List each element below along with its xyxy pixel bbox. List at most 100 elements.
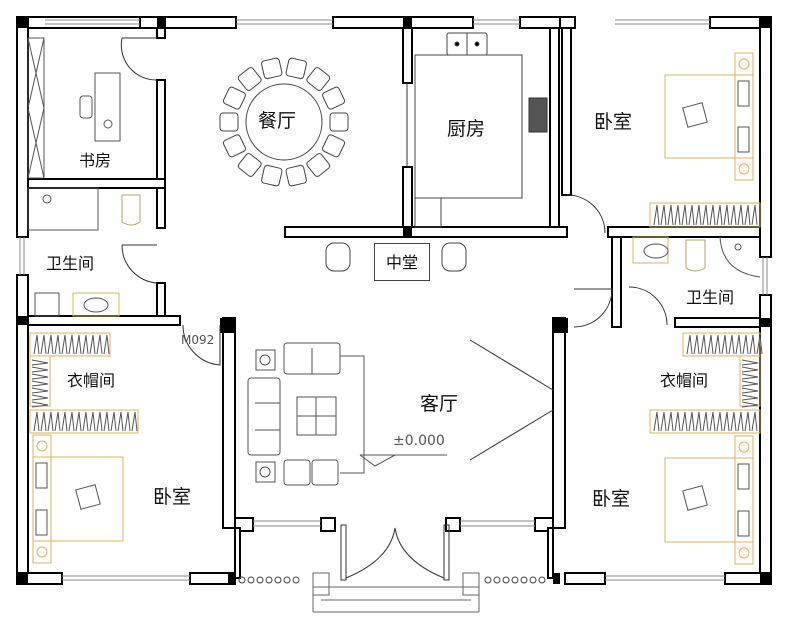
nightstand-lamp — [738, 163, 750, 175]
doors — [120, 37, 668, 581]
hanger — [723, 204, 730, 226]
dining-table — [219, 57, 349, 187]
hanger — [741, 380, 759, 387]
hanger — [674, 204, 681, 226]
dining-chair — [222, 86, 246, 110]
hanger — [688, 204, 695, 226]
hanger — [721, 334, 728, 355]
bed — [664, 457, 754, 543]
hanger — [695, 204, 702, 226]
pillow — [737, 126, 750, 153]
hanger — [756, 334, 763, 355]
hanger — [75, 411, 82, 432]
hanger — [653, 411, 660, 432]
closet — [682, 332, 761, 357]
room-label-kitchen: 厨房 — [447, 118, 486, 140]
hanger — [741, 366, 759, 373]
hanger — [702, 204, 709, 226]
dining-chair — [322, 86, 346, 110]
nightstand-lamp — [738, 441, 750, 453]
hanger — [75, 334, 82, 355]
hanger — [744, 204, 751, 226]
dining-chair — [285, 164, 307, 187]
room-label-bathroom-east: 卫生间 — [686, 288, 735, 307]
pillars — [17, 17, 771, 584]
hanger — [700, 334, 707, 355]
hanger — [31, 373, 49, 380]
dining-chair — [261, 57, 283, 80]
hanger — [688, 411, 695, 432]
hanger — [103, 334, 110, 355]
hanger — [117, 411, 124, 432]
hanger — [707, 334, 714, 355]
bath-west-fixtures — [27, 187, 141, 317]
hanger — [751, 411, 758, 432]
room-label-living: 客厅 — [420, 393, 459, 415]
hanger — [33, 334, 40, 355]
dining-chair — [306, 153, 331, 177]
hanger — [110, 411, 117, 432]
hanger — [735, 334, 742, 355]
hanger — [737, 204, 744, 226]
elevation-mark: ±0.000 — [393, 433, 445, 449]
closet — [649, 202, 761, 228]
hanger — [716, 411, 723, 432]
hanger — [693, 334, 700, 355]
cushion — [682, 485, 708, 511]
hanger — [709, 204, 716, 226]
hanger — [741, 394, 759, 401]
dining-chair — [237, 153, 262, 177]
pillow — [737, 80, 750, 107]
hanger — [47, 411, 54, 432]
hanger — [31, 394, 49, 401]
hanger — [741, 401, 759, 408]
door-code: M092 — [181, 333, 215, 347]
room-label-bedroom-sw: 卧室 — [153, 486, 192, 508]
bedroom-furniture — [29, 52, 763, 565]
hanger — [54, 411, 61, 432]
hanger — [68, 334, 75, 355]
nightstand-lamp — [36, 440, 48, 452]
hanger — [40, 411, 47, 432]
room-label-closet-east: 衣帽间 — [660, 371, 709, 390]
hanger — [653, 204, 660, 226]
pillow — [737, 510, 750, 537]
hanger — [714, 334, 721, 355]
room-label-hall: 中堂 — [386, 253, 419, 272]
closet — [29, 409, 139, 434]
room-label-closet-west: 衣帽间 — [67, 371, 116, 390]
kitchen-fixtures — [414, 32, 548, 228]
hanger — [103, 411, 110, 432]
hanger — [660, 204, 667, 226]
cushion — [682, 102, 708, 128]
study-furniture — [27, 37, 121, 179]
dining-chair — [237, 67, 262, 91]
hanger — [737, 411, 744, 432]
balustrade-circles — [238, 576, 546, 584]
hanger — [31, 359, 49, 366]
hanger — [660, 411, 667, 432]
bed — [664, 74, 754, 159]
hanger — [31, 366, 49, 373]
dining-chair — [222, 134, 246, 158]
cushion — [75, 484, 101, 510]
pillow — [35, 462, 48, 489]
hanger — [744, 411, 751, 432]
hanger — [31, 387, 49, 394]
sofa-set — [247, 342, 447, 486]
dining-chair — [285, 57, 307, 80]
hanger — [742, 334, 749, 355]
room-label-bedroom-ne: 卧室 — [594, 111, 633, 133]
hanger — [61, 334, 68, 355]
closet — [29, 332, 111, 357]
bed-headboard — [32, 434, 52, 564]
hall-label-box — [374, 243, 430, 281]
hanger — [730, 204, 737, 226]
nightstand-lamp — [738, 547, 750, 559]
nightstand-lamp — [738, 58, 750, 70]
hanger — [702, 411, 709, 432]
room-label-bedroom-se: 卧室 — [592, 488, 631, 510]
hanger — [33, 411, 40, 432]
hanger — [54, 334, 61, 355]
hanger — [47, 334, 54, 355]
